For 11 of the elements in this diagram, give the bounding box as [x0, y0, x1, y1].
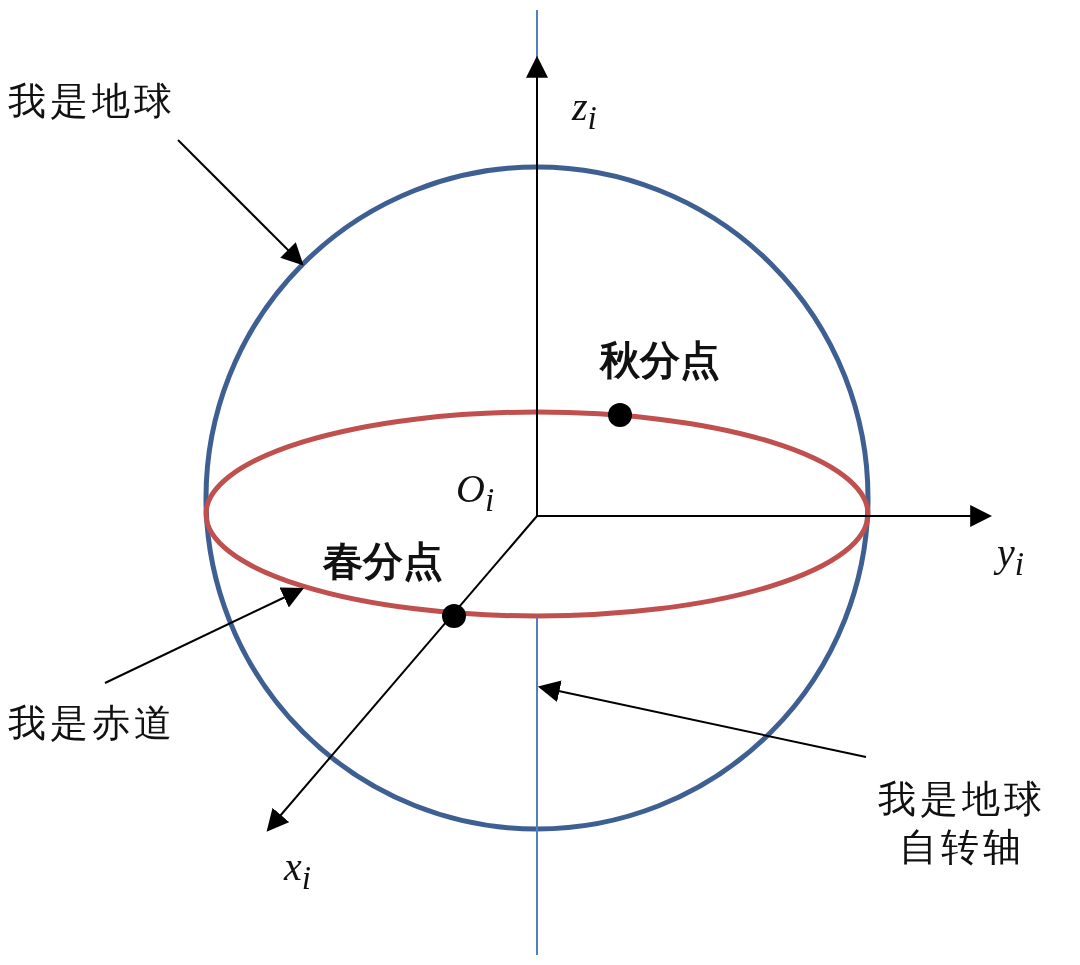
leader-arrow — [177, 139, 304, 266]
point-label: 秋分点 — [600, 336, 720, 385]
leader-arrow — [537, 680, 867, 758]
callout-text: 我是地球自转轴 — [862, 776, 1062, 871]
callout-text: 我是赤道 — [8, 700, 228, 748]
axis-label: x$_{i}$ — [284, 843, 312, 898]
axis-label: z$_{i}$ — [572, 83, 597, 138]
point-label: 春分点 — [323, 537, 443, 586]
leader-arrow — [104, 587, 304, 684]
callout-text: 我是地球 — [8, 78, 228, 126]
origin-label: O$_{i}$ — [456, 465, 495, 520]
